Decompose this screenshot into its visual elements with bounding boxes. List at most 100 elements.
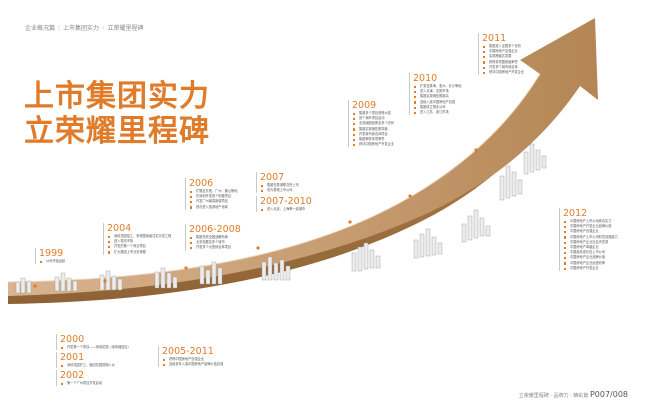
event-item: 获评中国房地产开发企业 <box>352 142 394 147</box>
event-item: 进入重庆市场 <box>107 239 171 244</box>
event-item: 获得中国房地产百强企业 <box>162 357 223 362</box>
year-label: 2012 <box>563 208 588 219</box>
year-label: 2001 <box>60 352 85 363</box>
year-label: 2007 <box>260 172 285 183</box>
event-item: 成为香港上市公司 <box>260 188 299 193</box>
breadcrumb: 企业概况篇|上市集团实力›立荣耀里程碑 <box>25 25 144 32</box>
event-item: 深圳花园开工、福田花园首期入伙 <box>60 363 115 368</box>
event-item: 中国房地产企业品牌价值 <box>563 255 618 260</box>
footer-text: 立荣耀里程碑 · 品牌力 · 精彩篇 <box>518 393 589 399</box>
event-item: 连续多年入选中国房地产品牌价值百强 <box>162 362 223 367</box>
milestone-2004: 2004 深圳花园竣工，获得国家级住宅示范工程 进入重庆市场 开发的第一个商业项… <box>103 223 171 255</box>
event-item: 开发多个大型综合体项目 <box>189 245 241 250</box>
building <box>425 228 431 257</box>
building <box>369 249 375 269</box>
building <box>479 217 485 237</box>
building <box>99 274 105 291</box>
milestone-2006-2008: 2006-2008 集团完成全国战略布局 业务拓展至多个城市 开发多个大型综合体… <box>185 224 241 251</box>
building <box>160 267 166 289</box>
milestone-2007-2010: 2007-2010 进入北京、上海等一线城市 <box>256 196 312 213</box>
event-item: 集团多个项目获得大奖 <box>352 111 394 116</box>
event-item: 中国房地产百强企业 <box>563 229 618 234</box>
building <box>523 151 529 175</box>
event-item: 进入天津、沈阳市场 <box>413 89 461 94</box>
event-item: 中国房地产企业社会责任感 <box>563 240 618 245</box>
building <box>105 270 111 291</box>
milestone-2011: 2011 集团进入全国多个省份 中国房地产百强企业 实现跨越式发展 获得多项国家… <box>478 33 524 76</box>
event-item: 中国房地产开发企业 <box>563 266 618 271</box>
year-label: 2007-2010 <box>260 196 312 207</box>
building <box>511 171 517 197</box>
year-label: 2002 <box>60 370 85 381</box>
building <box>54 276 60 292</box>
building <box>72 280 78 292</box>
building <box>541 155 547 169</box>
building <box>205 269 211 285</box>
building <box>351 252 357 272</box>
building <box>467 215 473 241</box>
event-item: 中国最具成长性上市公司 <box>563 250 618 255</box>
milestone-1999: 1999 公司开始运营 <box>35 248 65 265</box>
building <box>413 239 419 259</box>
milestone-2012: 2012 中国房地产上市公司综合实力 中国房地产开发企业品牌价值 中国房地产百强… <box>559 208 618 272</box>
event-item: 开发第一个项目——深圳花园（深圳福田区） <box>60 345 131 350</box>
event-item: 首次进入旅游地产领域 <box>189 205 237 210</box>
event-item: 开发多个城市综合体 <box>482 65 524 70</box>
building <box>211 261 217 285</box>
arrow-body <box>8 18 598 296</box>
building <box>20 277 26 294</box>
event-item: 公司开始运营 <box>39 259 65 264</box>
building <box>172 276 178 289</box>
building <box>505 165 511 199</box>
building <box>60 272 66 292</box>
building <box>66 277 72 292</box>
building <box>357 246 363 272</box>
year-label: 2009 <box>352 100 377 111</box>
event-item: 中国房地产开发企业品牌价值 <box>563 224 618 229</box>
building <box>261 261 267 281</box>
milestone-2001: 2001 深圳花园开工、福田花园首期入伙 <box>56 352 115 369</box>
building <box>117 278 123 291</box>
building <box>111 275 117 291</box>
building <box>499 175 505 201</box>
building <box>166 272 172 289</box>
event-item: 集团在香港联交所上市 <box>260 183 299 188</box>
event-item: 开发广州番禺新城项目 <box>189 199 237 204</box>
breadcrumb-item: 立荣耀里程碑 <box>107 25 144 32</box>
building <box>437 242 443 255</box>
page-title-line2: 立荣耀里程碑 <box>24 114 210 149</box>
event-item: 业务拓展至多个城市 <box>189 240 241 245</box>
building <box>375 255 381 269</box>
year-label: 1999 <box>39 248 64 259</box>
breadcrumb-item: 上市集团实力 <box>63 25 100 32</box>
milestone-2010: 2010 扩张至珠海、惠州、长沙等地 进入天津、沈阳市场 集团实现销售额新高 连… <box>409 73 461 116</box>
building <box>15 281 21 294</box>
event-item: 扩张至珠海、惠州、长沙等地 <box>413 84 461 89</box>
event-item: 集团进入全国多个省份 <box>482 44 524 49</box>
milestone-2006: 2006 扩展至东莞、广州、佛山等地 在深圳开发首个别墅项目 开发广州番禺新城项… <box>185 178 237 210</box>
breadcrumb-item: 企业概况篇 <box>25 25 56 32</box>
event-item: 扩大集团上市业务规模 <box>107 250 171 255</box>
event-item: 集团实现销售额突破 <box>352 127 394 132</box>
event-item: 中国房地产上市公司综合实力 <box>563 219 618 224</box>
event-item: 中国房地产企业运营效率 <box>563 261 618 266</box>
timeline-dots <box>33 148 478 288</box>
building <box>267 256 273 281</box>
building <box>535 149 541 171</box>
building <box>285 265 291 281</box>
event-item: 中国房地产上市公司财富创造能力 <box>563 235 618 240</box>
building <box>431 236 437 256</box>
event-item: 中国房地产百强企业 <box>482 49 524 54</box>
milestone-2007: 2007 集团在香港联交所上市 成为香港上市公司 <box>256 172 299 194</box>
year-label: 2006 <box>189 178 214 189</box>
buildings <box>15 143 547 294</box>
event-item: 首个海外项目启动 <box>352 116 394 121</box>
milestone-2002: 2002 第一个广州项目开发启动 <box>56 370 102 387</box>
year-label: 2004 <box>107 223 132 234</box>
milestone-2005-2011: 2005-2011 获得中国房地产百强企业 连续多年入选中国房地产品牌价值百强 <box>158 346 223 368</box>
milestone-2009: 2009 集团多个项目获得大奖 首个海外项目启动 业务版图延伸至多个省份 集团实… <box>348 100 394 148</box>
building <box>473 209 479 239</box>
milestone-2000: 2000 开发第一个项目——深圳花园（深圳福田区） <box>56 334 131 351</box>
building <box>419 233 425 258</box>
